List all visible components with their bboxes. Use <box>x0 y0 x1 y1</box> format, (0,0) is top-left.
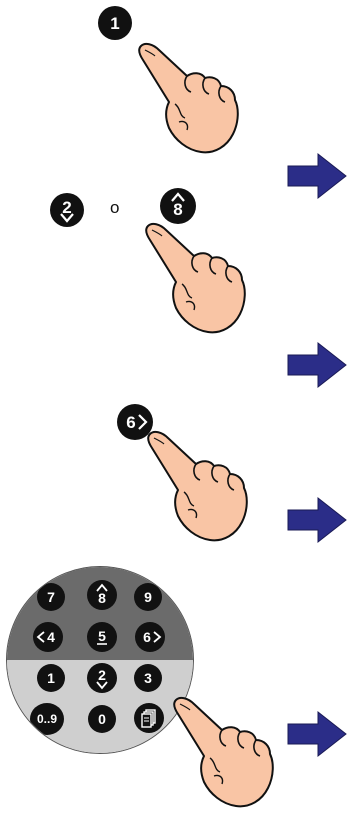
keypad-key-1-label: 1 <box>47 671 55 685</box>
keypad-key-8-label: 8 <box>98 591 106 605</box>
keypad-key-5-label: 5 <box>98 629 106 643</box>
pointing-hand-icon <box>142 222 246 334</box>
next-arrow-icon <box>288 498 346 542</box>
keypad-key-3[interactable]: 3 <box>134 664 162 692</box>
keypad-key-0-9-label: 0..9 <box>37 713 57 725</box>
keypad-key-2-label: 2 <box>98 668 106 682</box>
next-arrow-icon <box>288 154 346 198</box>
keypad: 7 8 9 4 5 6 1 2 3 <box>6 566 194 754</box>
memory-card-icon <box>134 703 164 733</box>
keypad-key-2-down[interactable]: 2 <box>87 663 117 693</box>
keypad-key-3-label: 3 <box>144 671 152 685</box>
keypad-key-0-9[interactable]: 0..9 <box>30 703 64 735</box>
keypad-key-9[interactable]: 9 <box>134 583 162 611</box>
keypad-key-7-label: 7 <box>47 590 55 604</box>
keypad-key-5[interactable]: 5 <box>87 622 117 652</box>
key-6-label: 6 <box>126 414 135 431</box>
keypad-key-0[interactable]: 0 <box>88 705 116 733</box>
separator-or: o <box>110 198 119 218</box>
keypad-key-memory[interactable] <box>134 703 164 733</box>
key-6-right[interactable]: 6 <box>117 404 153 440</box>
keypad-key-9-label: 9 <box>144 590 152 604</box>
keypad-key-6-label: 6 <box>143 630 151 644</box>
keypad-key-6-right[interactable]: 6 <box>135 622 165 652</box>
next-arrow-icon <box>288 343 346 387</box>
pointing-hand-icon <box>144 430 248 542</box>
key-1-label: 1 <box>110 15 119 32</box>
keypad-key-8-up[interactable]: 8 <box>87 580 117 610</box>
keypad-key-1[interactable]: 1 <box>37 664 65 692</box>
key-1[interactable]: 1 <box>98 6 132 40</box>
keypad-key-0-label: 0 <box>98 712 106 726</box>
keypad-key-7[interactable]: 7 <box>37 583 65 611</box>
next-arrow-icon <box>288 712 346 756</box>
pointing-hand-icon <box>135 42 239 154</box>
key-2-down[interactable]: 2 <box>50 193 84 227</box>
keypad-key-4-left[interactable]: 4 <box>33 622 63 652</box>
key-8-up[interactable]: 8 <box>160 188 196 224</box>
pointing-hand-icon <box>170 696 274 808</box>
key-2-label: 2 <box>62 199 71 216</box>
keypad-key-4-label: 4 <box>47 630 55 644</box>
key-8-label: 8 <box>173 201 182 218</box>
